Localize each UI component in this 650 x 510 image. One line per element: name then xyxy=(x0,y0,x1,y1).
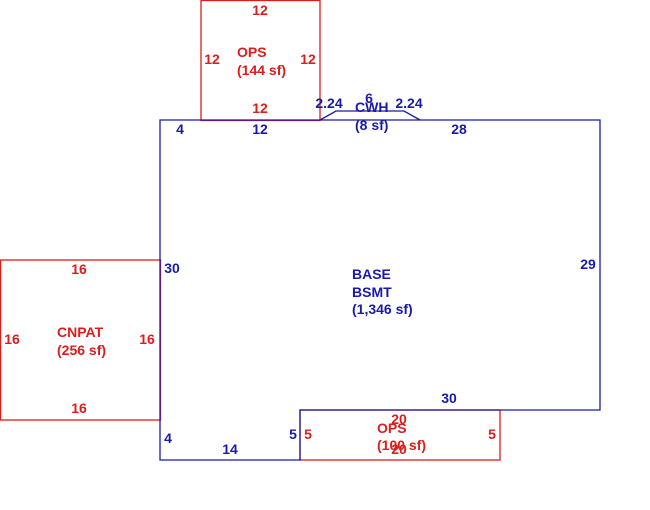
ops-bottom-dim-right: 5 xyxy=(488,426,496,442)
base-dim-top-mid: 12 xyxy=(252,121,268,137)
cnpat-dim-right: 16 xyxy=(139,331,155,347)
base-dim-top-left: 4 xyxy=(176,121,184,137)
base-area: (1,346 sf) xyxy=(352,301,413,317)
base-dim-right: 29 xyxy=(580,256,596,272)
ops-top-dim-left: 12 xyxy=(204,51,220,67)
base-dim-left-upper: 30 xyxy=(164,260,180,276)
ops-bottom-dim-bottom: 20 xyxy=(391,441,407,457)
cnpat-dim-left: 16 xyxy=(4,331,20,347)
ops-bottom-dim-left: 5 xyxy=(304,426,312,442)
cnpat-outline xyxy=(0,259,162,421)
ops-top-dim-top: 12 xyxy=(252,2,268,18)
base-dim-notch: 5 xyxy=(289,426,297,442)
base-name-line1: BASE xyxy=(352,266,391,282)
base-bsmt-outline xyxy=(159,119,601,461)
cnpat-dim-top: 16 xyxy=(71,261,87,277)
base-dim-left-lower: 4 xyxy=(164,430,172,446)
cnpat-name: CNPAT xyxy=(57,324,104,340)
ops-top-dim-right: 12 xyxy=(300,51,316,67)
ops-bottom-area: (100 sf) xyxy=(377,437,426,453)
cwh-dim-right: 2.24 xyxy=(395,95,422,111)
ops-bottom-dim-top: 20 xyxy=(391,411,407,427)
ops-top-dim-bottom: 12 xyxy=(252,100,268,116)
cwh-dim-top: 6 xyxy=(365,90,373,106)
ops-top-name: OPS xyxy=(237,44,267,60)
cnpat-dim-bottom: 16 xyxy=(71,400,87,416)
cwh-name: CWH xyxy=(355,99,388,115)
base-name-line2: BSMT xyxy=(352,284,392,300)
cwh-dim-left: 2.24 xyxy=(315,95,342,111)
cwh-area: (8 sf) xyxy=(355,117,388,133)
base-dim-bottom-right: 30 xyxy=(441,390,457,406)
cwh-outline xyxy=(319,110,421,121)
base-dim-top-right: 28 xyxy=(451,121,467,137)
ops-top-area: (144 sf) xyxy=(237,62,286,78)
cnpat-area: (256 sf) xyxy=(57,342,106,358)
ops-bottom-name: OPS xyxy=(377,420,407,436)
base-dim-bottom-left: 14 xyxy=(222,441,238,457)
